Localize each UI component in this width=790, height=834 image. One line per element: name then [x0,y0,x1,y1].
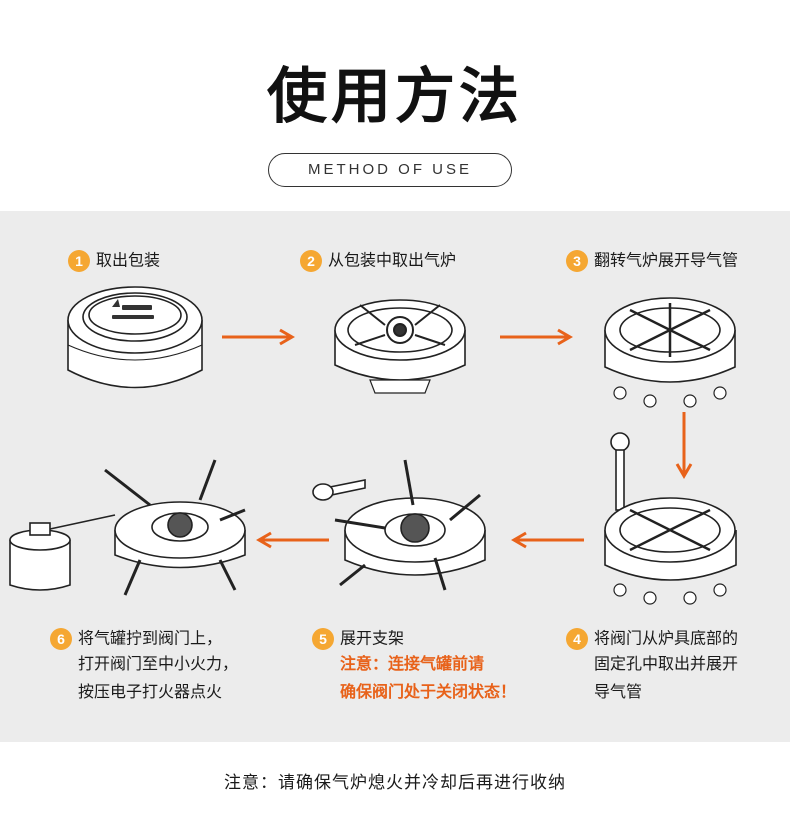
stove-in-package-illustration [334,299,466,394]
valve-extended-illustration [604,432,737,605]
step-6-line-1: 打开阀门至中小火力， [78,654,239,673]
page-title: 使用方法 [267,62,523,132]
step-5-warning-line-2: 确保阀门处于关闭状态！ [340,682,517,701]
subtitle-pill: METHOD OF USE [268,153,512,187]
step-4-line-2: 导气管 [594,682,643,701]
packaged-stove-illustration [67,286,203,389]
step-4-text: 将阀门从炉具底部的 [594,628,739,648]
arrow-left-2-icon [256,531,329,549]
step-3-number: 3 [566,249,588,272]
step-2-text: 从包装中取出气炉 [328,250,457,270]
step-4-label: 4 将阀门从炉具底部的 [566,626,738,651]
step-6-label: 6 将气罐拧到阀门上， [50,626,222,651]
step-4-number: 4 [566,627,588,650]
flipped-stove-illustration [604,297,736,408]
footer-note: 注意：请确保气炉熄火并冷却后再进行收纳 [224,773,566,793]
step-3-text: 翻转气炉展开导气管 [594,250,739,270]
canister-attached-illustration [9,459,246,596]
step-5-number: 5 [312,627,334,650]
step-4-desc: 固定孔中取出并展开 导气管 [594,650,738,706]
step-5-warning: 注意：连接气罐前请 确保阀门处于关闭状态！ [340,650,516,706]
arrow-left-1-icon [511,531,584,549]
step-3-label: 3 翻转气炉展开导气管 [566,248,738,273]
step-1-number: 1 [68,249,90,272]
arrow-right-2-icon [500,328,573,346]
step-6-line-2: 按压电子打火器点火 [78,682,223,701]
step-5-warning-line-1: 注意：连接气罐前请 [340,654,485,673]
supports-expanded-illustration [312,459,486,591]
step-6-desc: 打开阀门至中小火力， 按压电子打火器点火 [78,650,238,706]
step-1-label: 1 取出包装 [68,248,160,273]
arrow-right-1-icon [222,328,295,346]
step-6-text: 将气罐拧到阀门上， [78,628,223,648]
step-1-text: 取出包装 [96,250,161,270]
step-4-line-1: 固定孔中取出并展开 [594,654,739,673]
step-2-label: 2 从包装中取出气炉 [300,248,456,273]
step-5-text: 展开支架 [340,628,405,648]
step-6-number: 6 [50,627,72,650]
step-5-label: 5 展开支架 [312,626,404,651]
step-2-number: 2 [300,249,322,272]
arrow-down-icon [675,412,693,479]
